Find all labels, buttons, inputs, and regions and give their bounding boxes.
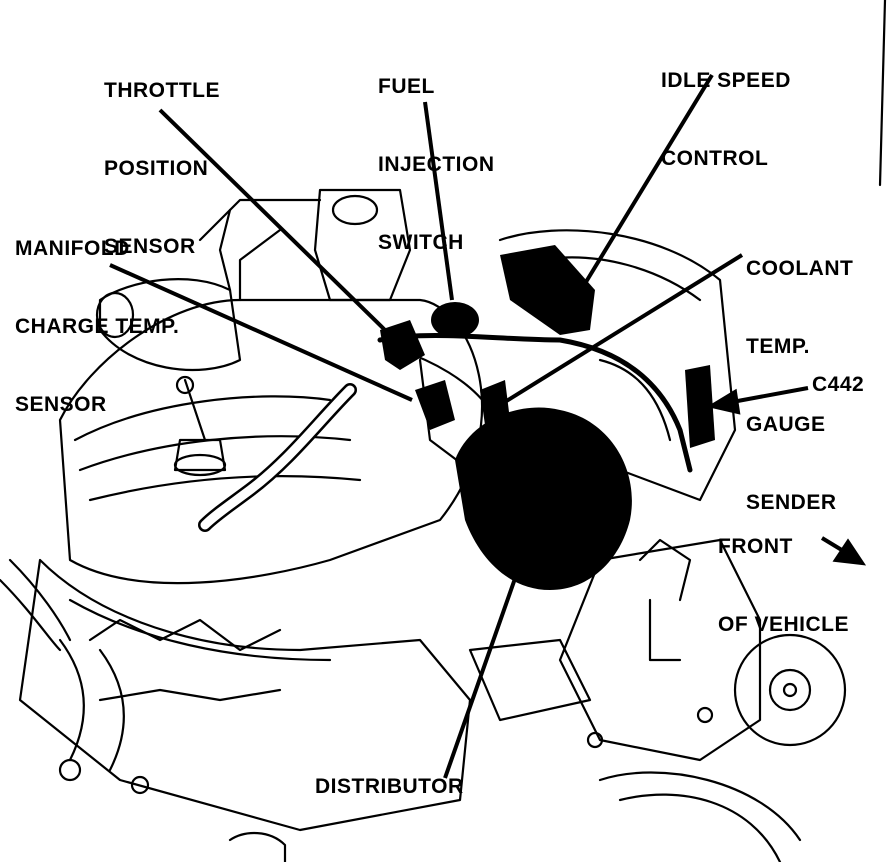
page-edge-line <box>878 0 887 187</box>
right-valve-cover <box>498 229 737 502</box>
timing-cover <box>558 538 762 762</box>
idle-leader <box>573 73 714 302</box>
manifold-charge-temp-sensor-body <box>415 380 455 430</box>
left-valve-cover <box>58 298 484 585</box>
coolant-leader <box>498 253 744 407</box>
c442-arrowhead <box>706 388 741 415</box>
manifold-charge-temp-sensor-label: MANIFOLD CHARGE TEMP. SENSOR <box>15 237 180 416</box>
crank-pulley <box>733 633 847 747</box>
fuel-injection-switch-label: FUEL INJECTION SWITCH <box>378 75 495 254</box>
coolant-temp-sender-body <box>480 380 510 425</box>
front-arrowhead <box>832 538 867 566</box>
engine-block <box>18 558 472 832</box>
manifold-leader <box>109 263 413 402</box>
throttle-position-sensor-label: THROTTLE POSITION SENSOR <box>104 79 220 258</box>
wiring-harness <box>377 333 693 473</box>
throttle-leader <box>158 108 387 332</box>
c442-connector <box>685 365 715 448</box>
front-of-vehicle-label: FRONT OF VEHICLE <box>718 535 850 636</box>
throttle-position-sensor-body <box>380 320 425 370</box>
distributor-label: DISTRIBUTOR <box>315 775 464 798</box>
c442-label: C442 <box>812 373 865 396</box>
coolant-temp-gauge-sender-label: COOLANT TEMP. GAUGE SENDER <box>746 257 854 514</box>
fuel-leader <box>423 101 454 301</box>
idle-speed-control-body <box>500 245 595 335</box>
distributor-leader <box>443 569 520 779</box>
fuel-injection-switch-body <box>431 302 479 338</box>
idle-speed-control-label: IDLE SPEED CONTROL <box>661 69 791 170</box>
distributor-cap <box>455 407 632 590</box>
throttle-body <box>313 188 412 302</box>
air-tube <box>98 278 242 372</box>
